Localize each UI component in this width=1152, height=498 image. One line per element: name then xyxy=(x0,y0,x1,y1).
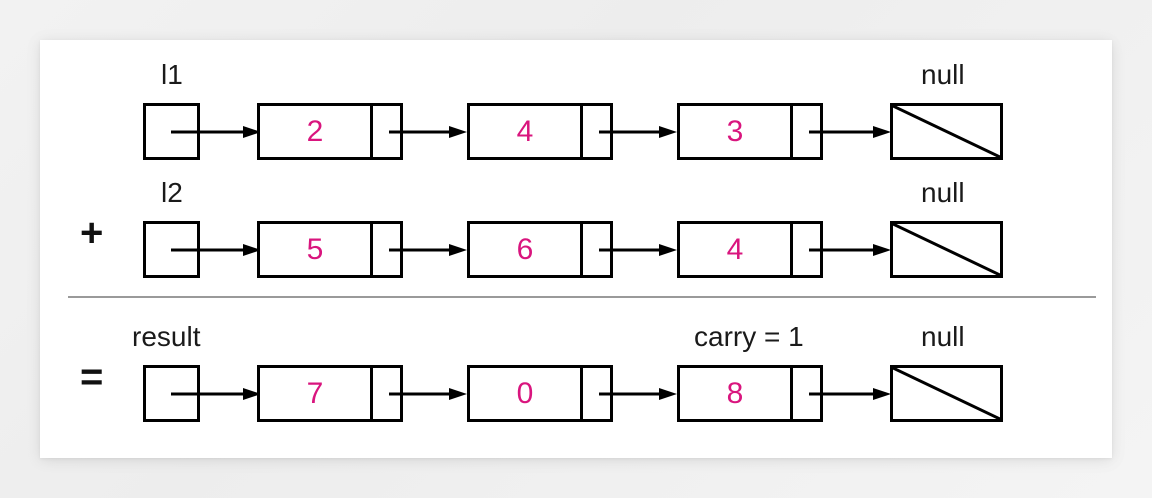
null-terminator-result xyxy=(890,365,1003,422)
node-value-l1-2: 3 xyxy=(680,106,793,157)
list-node-l2-1: 6 xyxy=(467,221,613,278)
node-value-result-0: 7 xyxy=(260,368,373,419)
node-value-l2-2: 4 xyxy=(680,224,793,275)
arrow-node2-to-node3-l2 xyxy=(599,243,677,257)
arrow-head-to-node1-l2 xyxy=(171,243,261,257)
list-node-l1-2: 3 xyxy=(677,103,823,160)
arrow-head-to-node1-l1 xyxy=(171,125,261,139)
arrow-node3-to-null-l2 xyxy=(809,243,891,257)
list-node-result-2: 8 xyxy=(677,365,823,422)
node-value-l1-1: 4 xyxy=(470,106,583,157)
head-label-result: result xyxy=(132,321,201,352)
arrow-node3-to-null-result xyxy=(809,387,891,401)
operator-plus: + xyxy=(80,211,104,255)
list-node-l2-2: 4 xyxy=(677,221,823,278)
null-label-result: null xyxy=(921,321,965,352)
list-node-l1-1: 4 xyxy=(467,103,613,160)
node-value-l2-1: 6 xyxy=(470,224,583,275)
arrow-node2-to-node3-result xyxy=(599,387,677,401)
node-value-result-2: 8 xyxy=(680,368,793,419)
arrow-node1-to-node2-l2 xyxy=(389,243,467,257)
list-node-l2-0: 5 xyxy=(257,221,403,278)
null-label-l1: null xyxy=(921,59,965,90)
arrow-head-to-node1-result xyxy=(171,387,261,401)
section-divider xyxy=(68,296,1096,298)
list-node-result-1: 0 xyxy=(467,365,613,422)
node-value-l2-0: 5 xyxy=(260,224,373,275)
arrow-node1-to-node2-result xyxy=(389,387,467,401)
head-label-l1: l1 xyxy=(161,59,183,90)
arrow-node2-to-node3-l1 xyxy=(599,125,677,139)
node-value-result-1: 0 xyxy=(470,368,583,419)
diagram-card: l1 null 2 4 3 xyxy=(40,40,1112,458)
null-terminator-l1 xyxy=(890,103,1003,160)
node-value-l1-0: 2 xyxy=(260,106,373,157)
list-node-result-0: 7 xyxy=(257,365,403,422)
operator-equals: = xyxy=(80,355,104,399)
null-label-l2: null xyxy=(921,177,965,208)
head-label-l2: l2 xyxy=(161,177,183,208)
arrow-node3-to-null-l1 xyxy=(809,125,891,139)
arrow-node1-to-node2-l1 xyxy=(389,125,467,139)
list-node-l1-0: 2 xyxy=(257,103,403,160)
carry-label: carry = 1 xyxy=(694,321,804,352)
null-terminator-l2 xyxy=(890,221,1003,278)
